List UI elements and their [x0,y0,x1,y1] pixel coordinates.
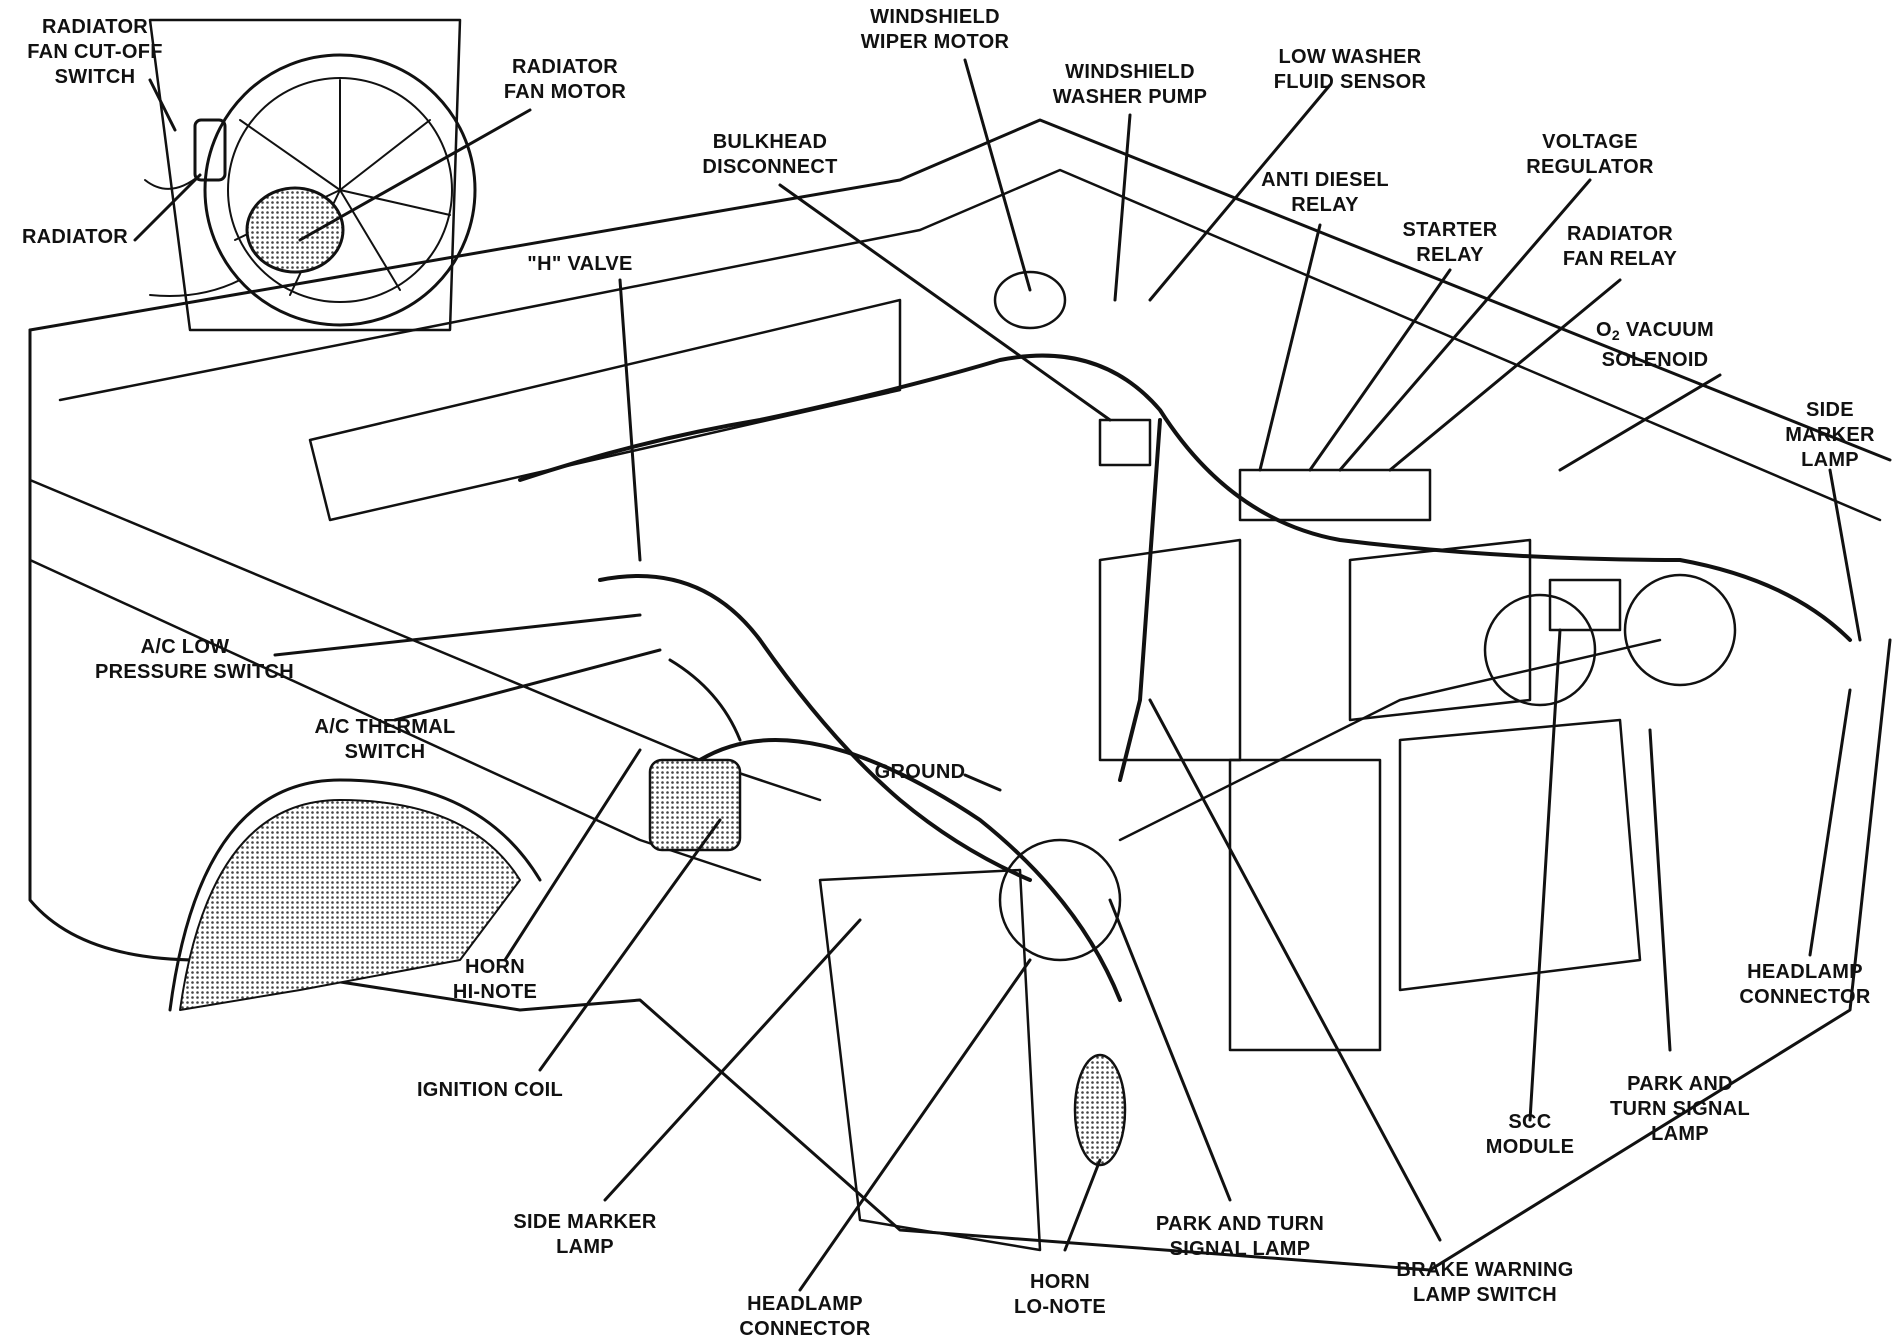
label-ground: GROUND [874,761,966,783]
radiator-support [818,868,1042,1252]
cowl-panel [28,118,1892,462]
label-o2-vacuum-solenoid: O2 VACUUM SOLENOID [1596,319,1714,371]
wiring-harness [518,353,1852,642]
bulkhead-connector [1098,418,1152,467]
radiator-fan-inset [144,18,477,332]
relay-block [1238,468,1432,522]
leader-lines [133,58,1862,1292]
wheel-arch [168,778,542,1012]
label-h-valve: "H" VALVE [527,253,633,275]
label-radiator: RADIATOR [21,226,129,248]
wiper-motor [993,270,1067,330]
left-fender [28,328,1892,1272]
label-ignition-coil: IGNITION COIL [416,1079,564,1101]
